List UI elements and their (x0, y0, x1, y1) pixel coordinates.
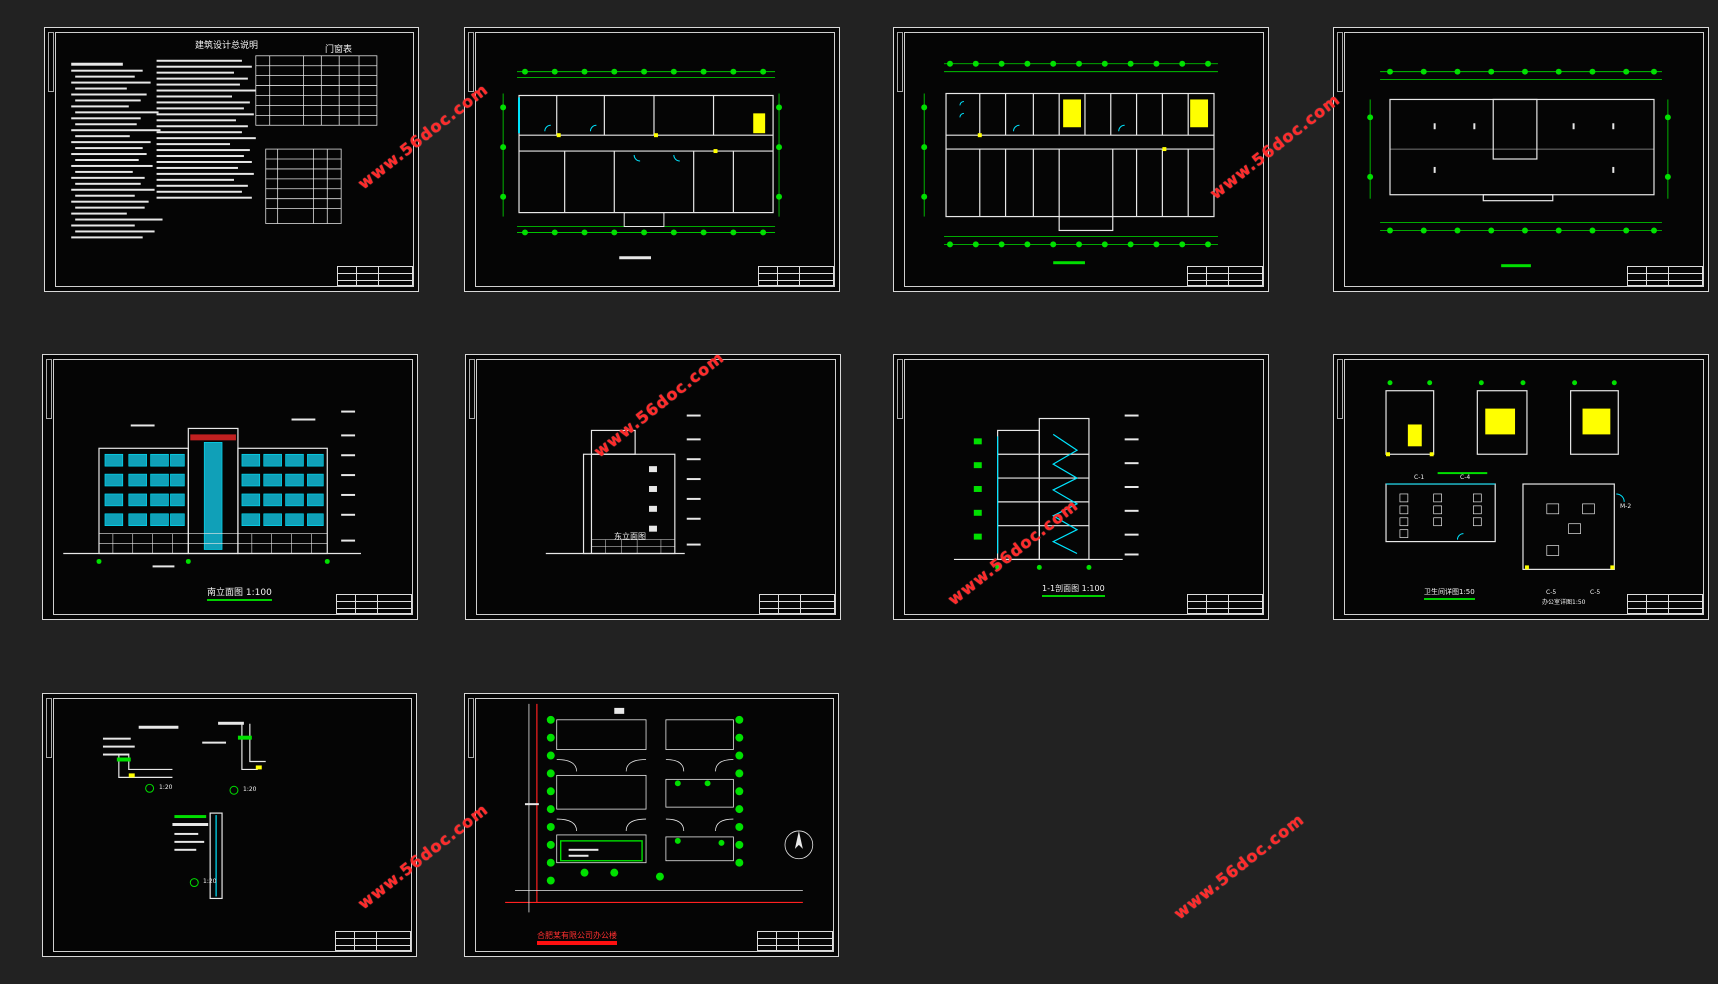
title-block (336, 594, 412, 614)
section-drawing (953, 414, 1139, 570)
detail-label-c5a: C-5 (1546, 589, 1557, 596)
binding-strip (1337, 32, 1343, 92)
drawing-sheet-site-plan[interactable]: 合肥某有限公司办公楼 (464, 693, 839, 957)
detail-2-scale: 1:20 (243, 786, 257, 793)
detail-label-m2: M-2 (1620, 503, 1632, 510)
title-block (759, 594, 835, 614)
sheet-border (1344, 32, 1704, 287)
roof-plan-drawing (1367, 68, 1671, 268)
drawing-sheet-details[interactable]: C-1 C-4 M-2 C-5 C-5 卫生间详图1:50 办公室详图1:50 (1333, 354, 1709, 620)
binding-strip (1337, 359, 1343, 419)
scale-text: 1:100 (1081, 584, 1105, 593)
drawing-sheet-section-1-1[interactable]: 1-1剖面图 1:100 (893, 354, 1269, 620)
binding-strip (468, 32, 474, 92)
site-plan-drawing (505, 703, 814, 913)
drawing-sheet-design-notes[interactable]: 建筑设计总说明 门窗表 (44, 27, 419, 292)
sheet-border (904, 359, 1264, 615)
sheet-border (1344, 359, 1704, 615)
binding-strip (46, 698, 52, 758)
title-text: 南立面图 (207, 588, 244, 598)
sheet-title: 南立面图 1:100 (207, 585, 272, 601)
detail-label-c5b: C-5 (1590, 589, 1601, 596)
binding-strip (897, 32, 903, 92)
sheet-border (55, 32, 414, 287)
elevation-drawing (545, 414, 701, 555)
title-block (1627, 594, 1703, 614)
title-block (1627, 266, 1703, 286)
title-text: 1-1剖面图 (1042, 584, 1080, 593)
watermark-text: www.56doc.com (1170, 809, 1308, 923)
drawing-sheet-south-elevation[interactable]: 南立面图 1:100 (42, 354, 418, 620)
scale-text: 1:100 (245, 588, 272, 598)
title-block (757, 931, 833, 951)
elevation-drawing (63, 410, 362, 568)
sheet-title: 建筑设计总说明 (195, 41, 259, 51)
sheet-border (475, 698, 834, 952)
office-detail-title: 办公室详图1:50 (1542, 599, 1586, 606)
detail-label-c1: C-1 (1414, 474, 1425, 481)
sheet-title: 1-1剖面图 1:100 (1042, 583, 1105, 597)
drawing-sheet-east-elevation[interactable]: 东立面图 (465, 354, 841, 620)
title-block (1187, 266, 1263, 286)
binding-strip (469, 359, 475, 419)
floor-plan-drawing (921, 60, 1218, 265)
detail-label-c4: C-4 (1460, 474, 1471, 481)
table-title: 门窗表 (325, 45, 353, 55)
title-block (1187, 594, 1263, 614)
sheet-border (904, 32, 1264, 287)
toilet-detail-title: 卫生间详图1:50 (1424, 587, 1475, 600)
site-plan-title: 合肥某有限公司办公楼 (537, 930, 617, 945)
binding-strip (468, 698, 474, 758)
title-block (335, 931, 411, 951)
floor-plan-drawing (500, 68, 783, 260)
sheet-border (476, 359, 836, 615)
node-details-drawing (102, 721, 266, 900)
sheet-title: 东立面图 (614, 532, 646, 541)
binding-strip (897, 359, 903, 419)
title-block (758, 266, 834, 286)
binding-strip (46, 359, 52, 419)
sheet-border (53, 698, 412, 952)
drawing-sheet-typical-floor-plan[interactable] (893, 27, 1269, 292)
detail-plans-drawing (1385, 380, 1625, 570)
drawing-sheet-node-details[interactable]: 1:20 1:20 1:20 (42, 693, 417, 957)
binding-strip (48, 32, 54, 92)
sheet-border (53, 359, 413, 615)
drawing-sheet-roof-plan[interactable] (1333, 27, 1709, 292)
drawing-sheet-ground-floor-plan[interactable] (464, 27, 840, 292)
sheet-border (475, 32, 835, 287)
detail-1-scale: 1:20 (159, 784, 173, 791)
detail-3-scale: 1:20 (203, 878, 217, 885)
title-block (337, 266, 413, 286)
notes-text-block (71, 55, 378, 239)
